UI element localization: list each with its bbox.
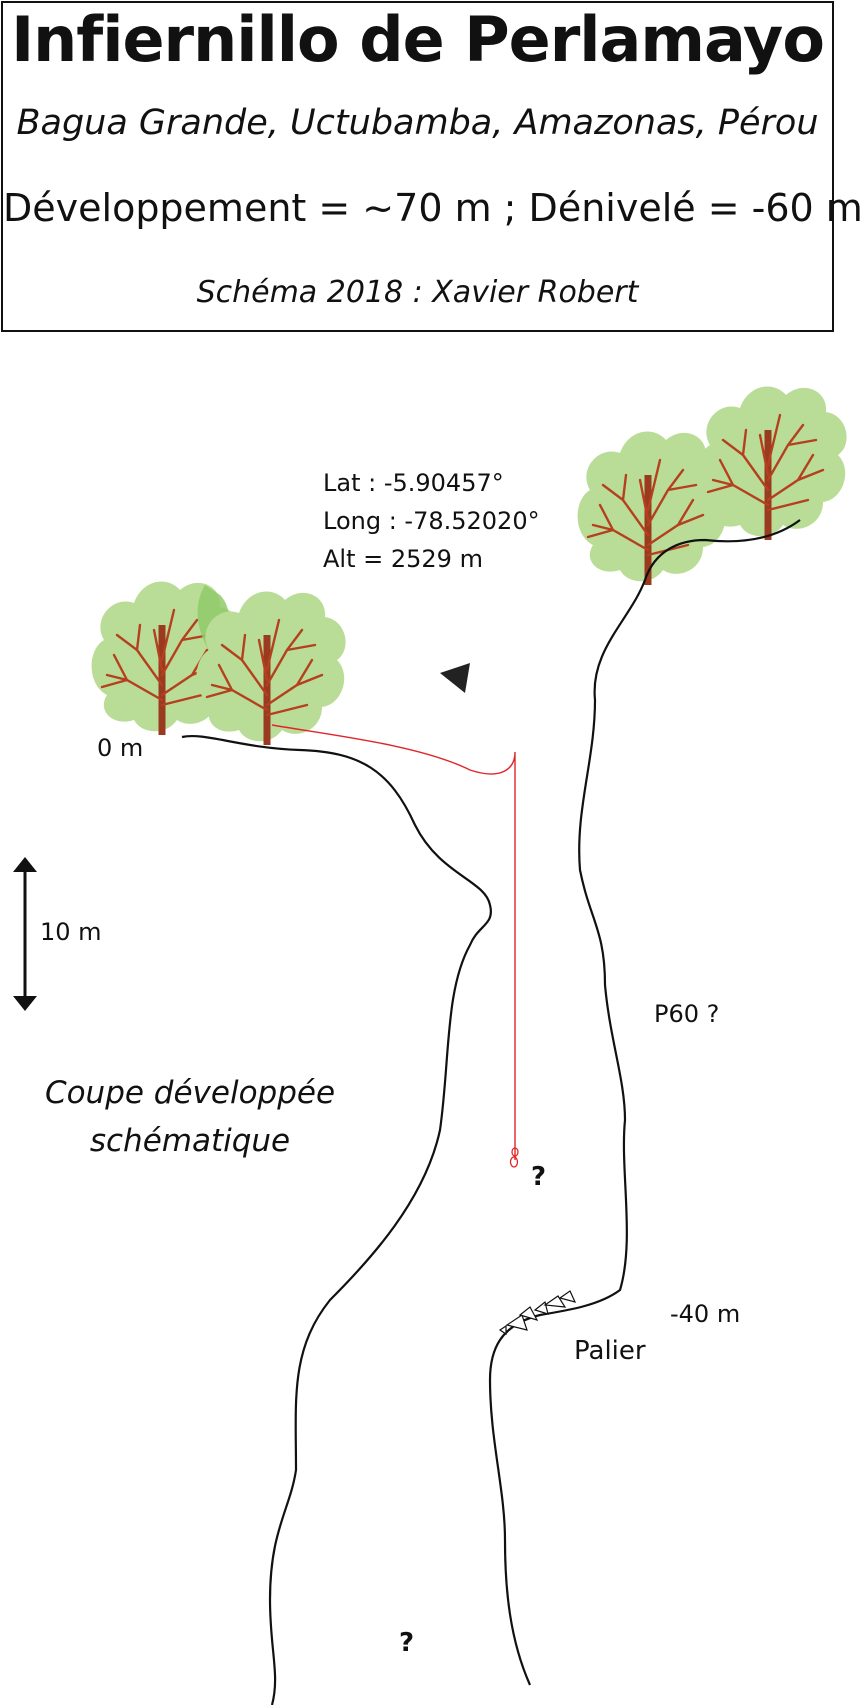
scale-arrow-icon	[13, 857, 37, 1011]
rope-anchor-icon	[509, 1147, 519, 1168]
unknown-bottom-marker: ?	[399, 1628, 415, 1658]
caption-line-1: Coupe développée	[44, 1075, 336, 1111]
zero-depth-label: 0 m	[97, 734, 144, 762]
ledge-label: Palier	[574, 1336, 646, 1366]
unknown-mid-marker: ?	[531, 1162, 547, 1192]
latitude-text: Lat : -5.90457°	[323, 469, 504, 497]
page-title: Infiernillo de Perlamayo	[11, 3, 825, 76]
location-subtitle: Bagua Grande, Uctubamba, Amazonas, Pérou	[16, 103, 819, 143]
section-caption: Coupe développée schématique	[40, 1069, 340, 1165]
entrance-triangle-icon	[440, 663, 470, 693]
entrance-coordinates: Lat : -5.90457° Long : -78.52020° Alt = …	[323, 464, 540, 578]
caption-line-2: schématique	[89, 1123, 291, 1159]
right-wall	[488, 519, 801, 1686]
longitude-text: Long : -78.52020°	[323, 507, 540, 535]
author-credit: Schéma 2018 : Xavier Robert	[196, 275, 639, 310]
left-wall	[181, 734, 492, 1705]
blocks-icon	[498, 1290, 577, 1336]
altitude-text: Alt = 2529 m	[323, 545, 483, 573]
rope-icon	[271, 724, 516, 1160]
development-text: Développement = ~70 m ; Dénivelé = -60 m	[3, 186, 863, 230]
pitch-label: P60 ?	[654, 1000, 720, 1028]
cave-section-diagram	[13, 0, 838, 1705]
tree-icon	[698, 386, 847, 540]
scale-label: 10 m	[40, 918, 102, 946]
depth-40-label: -40 m	[670, 1300, 741, 1328]
title-box: Infiernillo de Perlamayo Bagua Grande, U…	[1, 1, 863, 332]
